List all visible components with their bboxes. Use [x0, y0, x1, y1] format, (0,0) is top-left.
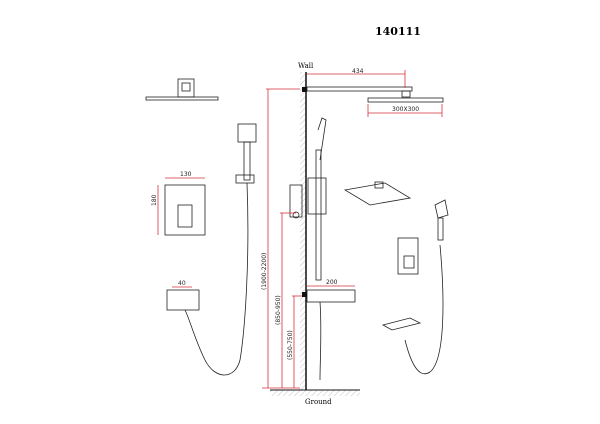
panel-height-label: 180 [151, 194, 158, 206]
head-size-label: 300X300 [392, 106, 419, 113]
riser-and-valve: 200 [289, 117, 356, 381]
outlet-width-label: 40 [178, 280, 186, 287]
ground: Ground [270, 389, 360, 406]
shower-arm-and-head: 434 300X300 [302, 68, 444, 117]
overhead-showerhead-left [145, 78, 219, 101]
valve-panel-left: 130 180 40 [151, 171, 206, 311]
height-dimensions: (1900-2200) (850-950) (550-750) [261, 88, 302, 389]
wall: Wall [298, 62, 314, 390]
panel-width-label: 130 [180, 171, 192, 178]
arm-height-label: (1900-2200) [261, 253, 268, 290]
hand-shower-left [184, 123, 257, 376]
valve-height-label: (850-950) [275, 295, 282, 325]
ground-label: Ground [305, 398, 332, 406]
spout-length-label: 200 [326, 279, 338, 286]
wall-label: Wall [298, 62, 314, 70]
arm-length-label: 434 [352, 68, 364, 75]
isometric-components [343, 181, 449, 375]
model-number: 140111 [375, 25, 421, 38]
spout-height-label: (550-750) [287, 330, 294, 360]
